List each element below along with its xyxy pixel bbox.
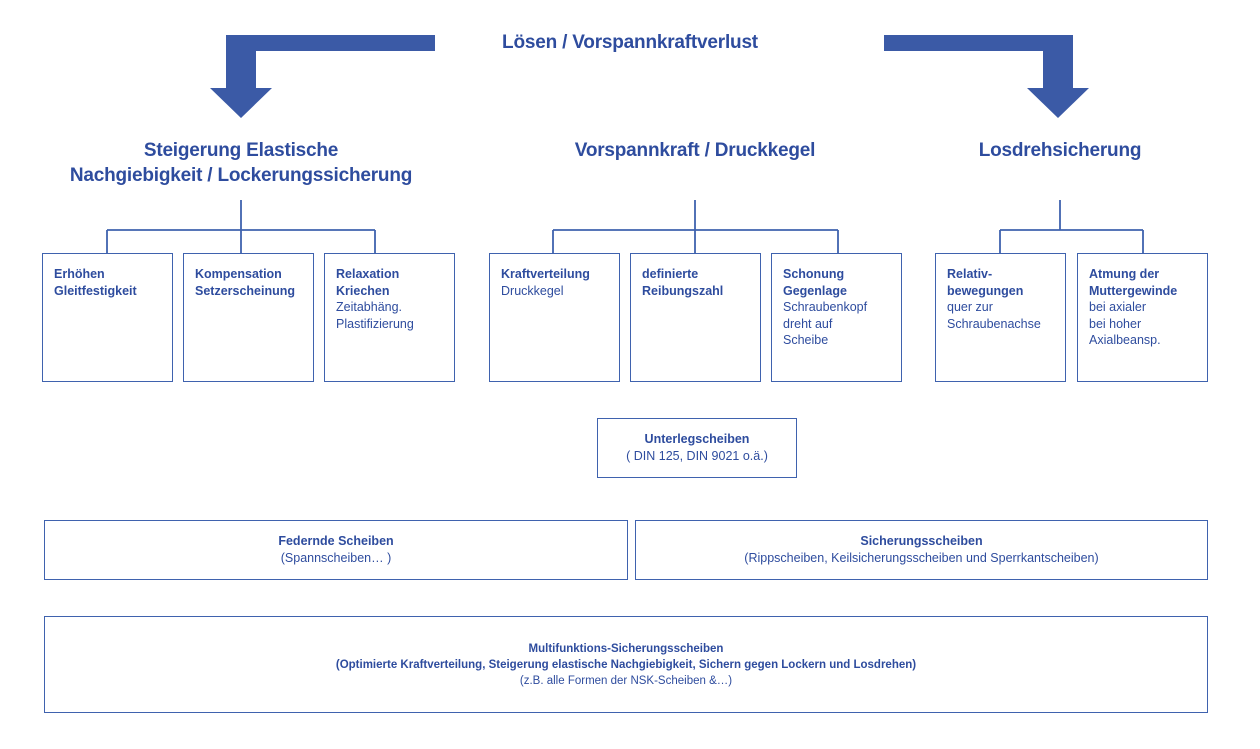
box-line-regular: Scheibe xyxy=(783,333,829,347)
box-schonung-gegenlage: Schonung Gegenlage Schraubenkopf dreht a… xyxy=(771,253,902,382)
box-kompensation-setzerscheinung: Kompensation Setzerscheinung xyxy=(183,253,314,382)
box-title: Sicherungsscheiben xyxy=(860,534,983,548)
box-line-regular: Schraubenachse xyxy=(947,316,1041,331)
box-line-regular: dreht auf xyxy=(783,316,833,331)
box-line-bold: Relaxation xyxy=(336,267,400,281)
box-line-bold: Muttergewinde xyxy=(1089,283,1178,298)
box-subtitle: (Spannscheiben… ) xyxy=(280,551,392,565)
group-heading-left-line1: Steigerung Elastische xyxy=(143,140,339,161)
box-note: (z.B. alle Formen der NSK-Scheiben &…) xyxy=(519,674,733,687)
box-content: Relaxation Kriechen Zeitabhäng. Plastifi… xyxy=(325,254,454,340)
diagram-title: Lösen / Vorspannkraftverlust xyxy=(502,32,758,53)
tree-connector-left xyxy=(106,200,376,253)
box-line-regular: Axialbeansp. xyxy=(1089,333,1161,347)
tree-connector-middle xyxy=(552,200,839,253)
group-heading-right-line1: Losdrehsicherung xyxy=(978,140,1142,161)
box-line-regular: Zeitabhäng. xyxy=(336,300,403,314)
box-multifunktions-sicherungsscheiben: Multifunktions-Sicherungsscheiben (Optim… xyxy=(44,616,1208,713)
arrow-left-icon xyxy=(210,35,435,118)
box-line-bold: bewegungen xyxy=(947,283,1024,298)
box-line-bold: Gleitfestigkeit xyxy=(54,283,137,298)
box-relaxation-kriechen: Relaxation Kriechen Zeitabhäng. Plastifi… xyxy=(324,253,455,382)
box-line-bold: Kompensation xyxy=(195,267,282,281)
box-line-regular: quer zur xyxy=(947,300,993,314)
box-content: Kraftverteilung Druckkegel xyxy=(490,254,619,307)
box-line-regular: bei axialer xyxy=(1089,300,1146,314)
box-content: Atmung der Muttergewinde bei axialer bei… xyxy=(1078,254,1207,357)
box-content: Federnde Scheiben (Spannscheiben… ) xyxy=(45,521,627,579)
box-content: definierte Reibungszahl xyxy=(631,254,760,307)
box-line-bold: Kriechen xyxy=(336,283,390,298)
box-erhoehen-gleitfestigkeit: Erhöhen Gleitfestigkeit xyxy=(42,253,173,382)
box-line-regular: Schraubenkopf xyxy=(783,300,868,314)
box-line-regular: Druckkegel xyxy=(501,283,564,298)
box-content: Unterlegscheiben ( DIN 125, DIN 9021 o.ä… xyxy=(598,419,796,477)
box-content: Relativ- bewegungen quer zur Schraubenac… xyxy=(936,254,1065,340)
box-line-bold: Schonung xyxy=(783,267,845,281)
box-line-regular: Plastifizierung xyxy=(336,316,414,331)
group-heading-middle: Vorspannkraft / Druckkegel xyxy=(505,138,885,163)
box-title: Unterlegscheiben xyxy=(644,432,750,446)
box-content: Sicherungsscheiben (Rippscheiben, Keilsi… xyxy=(636,521,1207,579)
box-content: Multifunktions-Sicherungsscheiben (Optim… xyxy=(45,617,1207,712)
group-heading-left-line2: Nachgiebigkeit / Lockerungssicherung xyxy=(69,165,413,186)
box-line-bold: Atmung der xyxy=(1089,267,1160,281)
box-subtitle: (Rippscheiben, Keilsicherungsscheiben un… xyxy=(744,551,1099,565)
box-line-bold: Erhöhen xyxy=(54,267,105,281)
box-subtitle: (Optimierte Kraftverteilung, Steigerung … xyxy=(335,658,917,671)
group-heading-middle-line1: Vorspannkraft / Druckkegel xyxy=(574,140,816,161)
arrow-right-icon xyxy=(884,35,1089,118)
box-title: Federnde Scheiben xyxy=(278,534,394,548)
box-line-bold: Gegenlage xyxy=(783,283,847,298)
box-title: Multifunktions-Sicherungsscheiben xyxy=(528,642,724,655)
box-line-bold: Reibungszahl xyxy=(642,283,724,298)
box-content: Erhöhen Gleitfestigkeit xyxy=(43,254,172,307)
box-line-regular: bei hoher xyxy=(1089,316,1142,331)
box-federnde-scheiben: Federnde Scheiben (Spannscheiben… ) xyxy=(44,520,628,580)
tree-connector-right xyxy=(999,200,1144,253)
box-content: Kompensation Setzerscheinung xyxy=(184,254,313,307)
box-line-bold: Kraftverteilung xyxy=(501,267,590,281)
box-unterlegscheiben: Unterlegscheiben ( DIN 125, DIN 9021 o.ä… xyxy=(597,418,797,478)
box-line-bold: definierte xyxy=(642,267,699,281)
box-sicherungsscheiben: Sicherungsscheiben (Rippscheiben, Keilsi… xyxy=(635,520,1208,580)
group-heading-left: Steigerung Elastische Nachgiebigkeit / L… xyxy=(21,138,461,188)
group-heading-right: Losdrehsicherung xyxy=(900,138,1220,163)
box-line-bold: Setzerscheinung xyxy=(195,283,296,298)
box-content: Schonung Gegenlage Schraubenkopf dreht a… xyxy=(772,254,901,357)
box-atmung-muttergewinde: Atmung der Muttergewinde bei axialer bei… xyxy=(1077,253,1208,382)
box-definierte-reibungszahl: definierte Reibungszahl xyxy=(630,253,761,382)
box-kraftverteilung: Kraftverteilung Druckkegel xyxy=(489,253,620,382)
box-subtitle: ( DIN 125, DIN 9021 o.ä.) xyxy=(626,449,768,463)
box-relativbewegungen: Relativ- bewegungen quer zur Schraubenac… xyxy=(935,253,1066,382)
box-line-bold: Relativ- xyxy=(947,267,993,281)
